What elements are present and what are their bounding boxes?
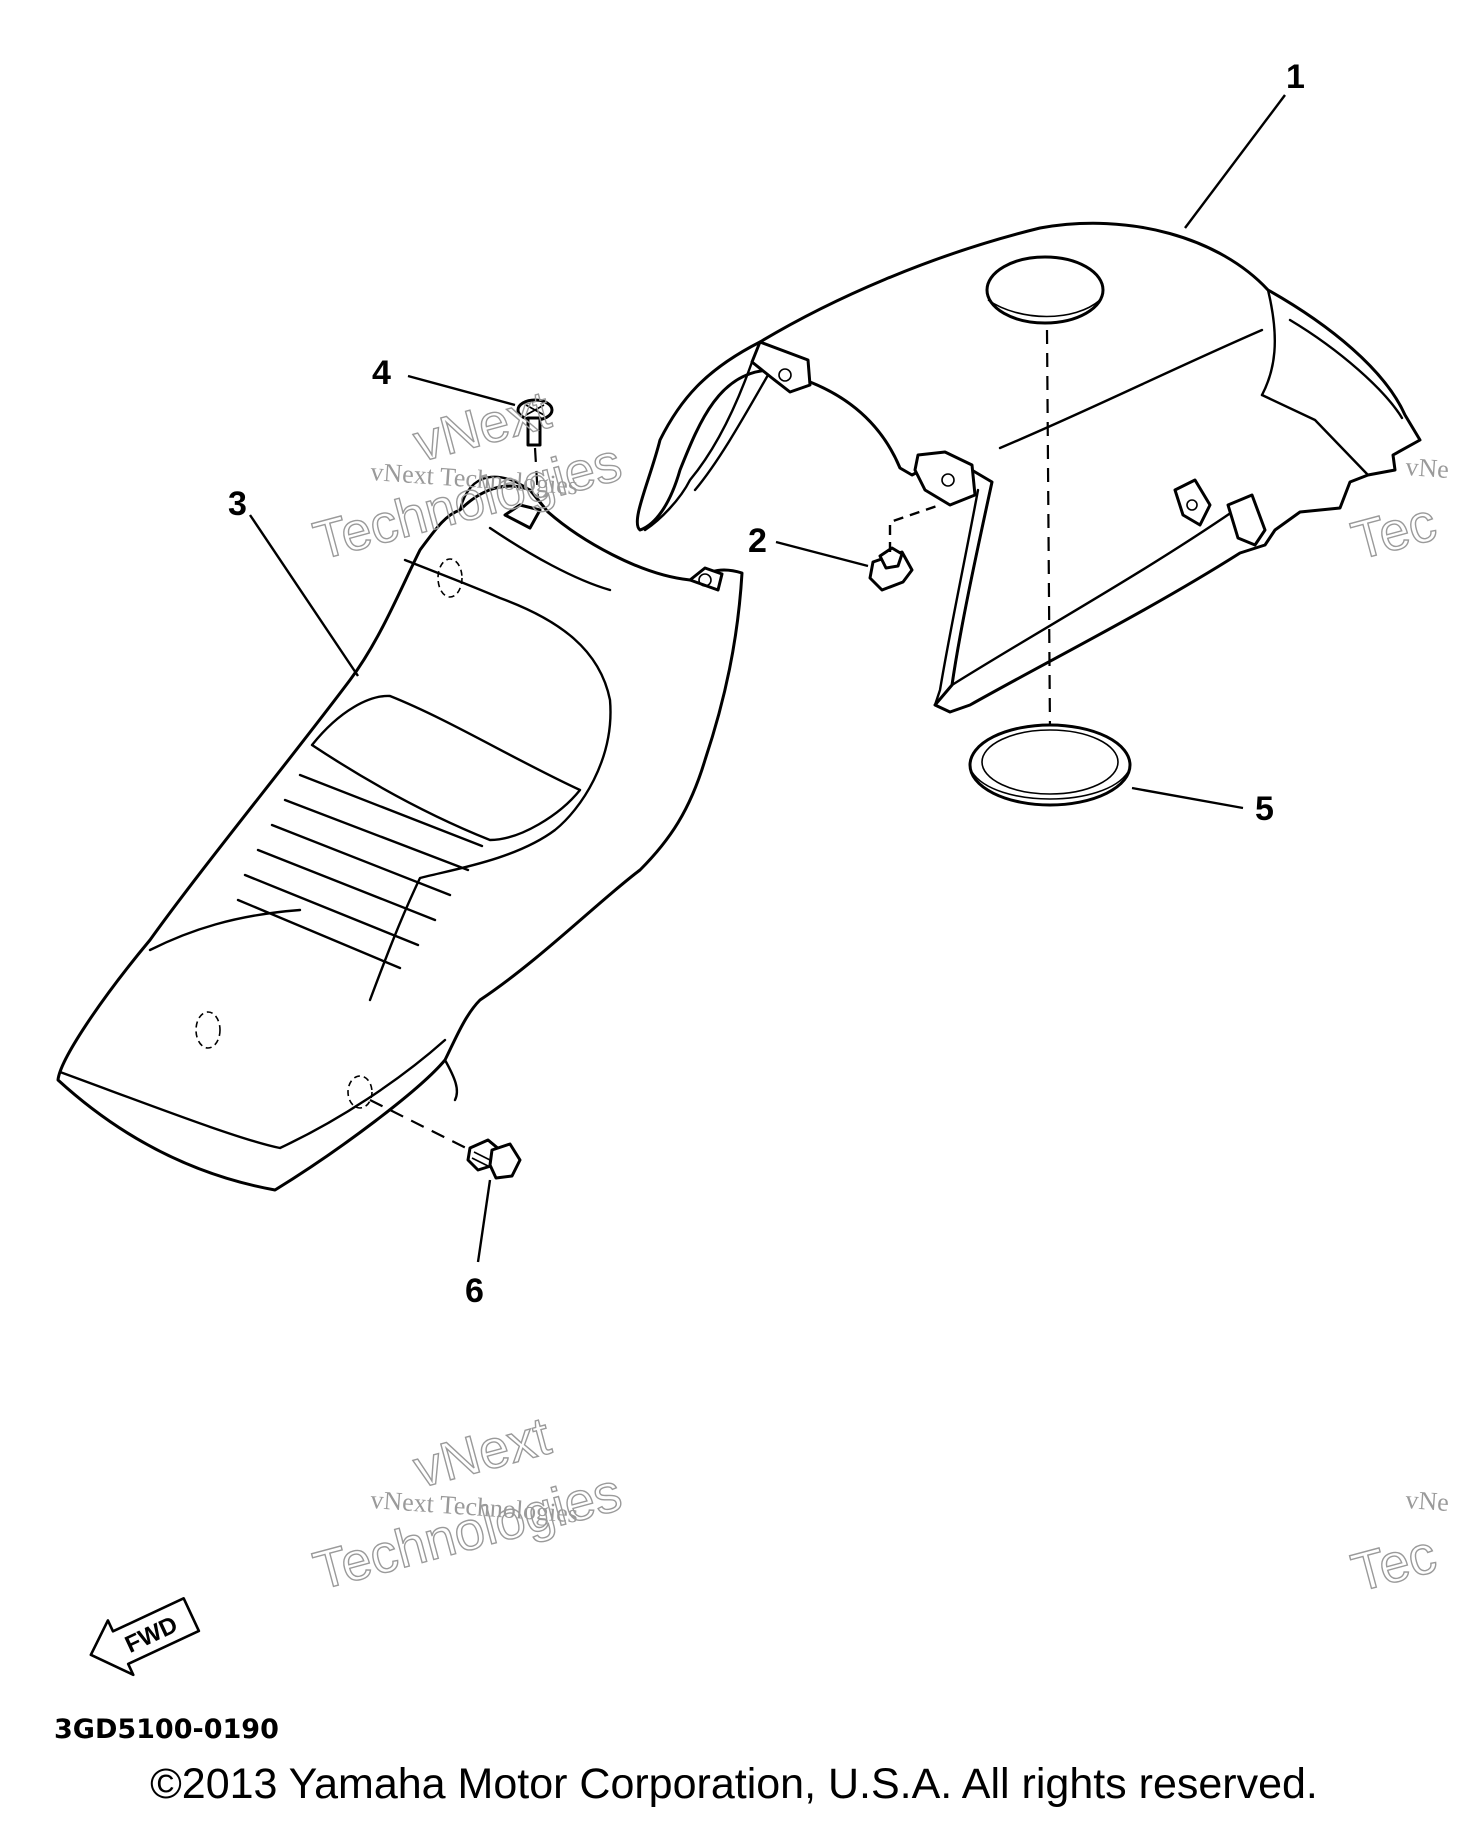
svg-text:vNe: vNe [1405,452,1450,484]
leader-5 [1131,786,1244,810]
watermark-bottom-right: vNe Tec [1345,1485,1450,1604]
part-4-screw [516,398,554,447]
leader-6 [476,1179,492,1263]
center-axis [1045,329,1052,733]
part-5-seal-ring [968,723,1132,807]
part-2-grommet [868,546,914,592]
leader-2-dash [888,503,941,552]
leader-6-dash [369,1099,471,1151]
copyright-notice: ©2013 Yamaha Motor Corporation, U.S.A. A… [150,1760,1318,1808]
leader-3 [249,514,359,677]
leader-4 [407,374,516,407]
svg-text:Tec: Tec [1346,1524,1443,1604]
part-1-tank-cover [635,221,1422,714]
watermark-bottom-left: vNext vNext Technologies Technologies [307,1405,628,1602]
part-6-bolt [466,1138,522,1180]
leader-2 [775,540,869,568]
callout-1: 1 [1286,58,1305,96]
svg-text:vNe: vNe [1405,1485,1450,1517]
callout-6: 6 [465,1272,484,1310]
leader-1 [1184,94,1286,229]
callout-2: 2 [748,522,767,560]
leader-4-dash [533,447,540,499]
svg-text:Tec: Tec [1346,492,1443,572]
callout-4: 4 [372,354,391,392]
callout-3: 3 [228,485,247,523]
fwd-direction-marker: FWD [89,1597,201,1677]
figure-code: 3GD5100-0190 [54,1714,279,1745]
callout-5: 5 [1255,790,1274,828]
part-3-seat-cover [56,475,744,1192]
